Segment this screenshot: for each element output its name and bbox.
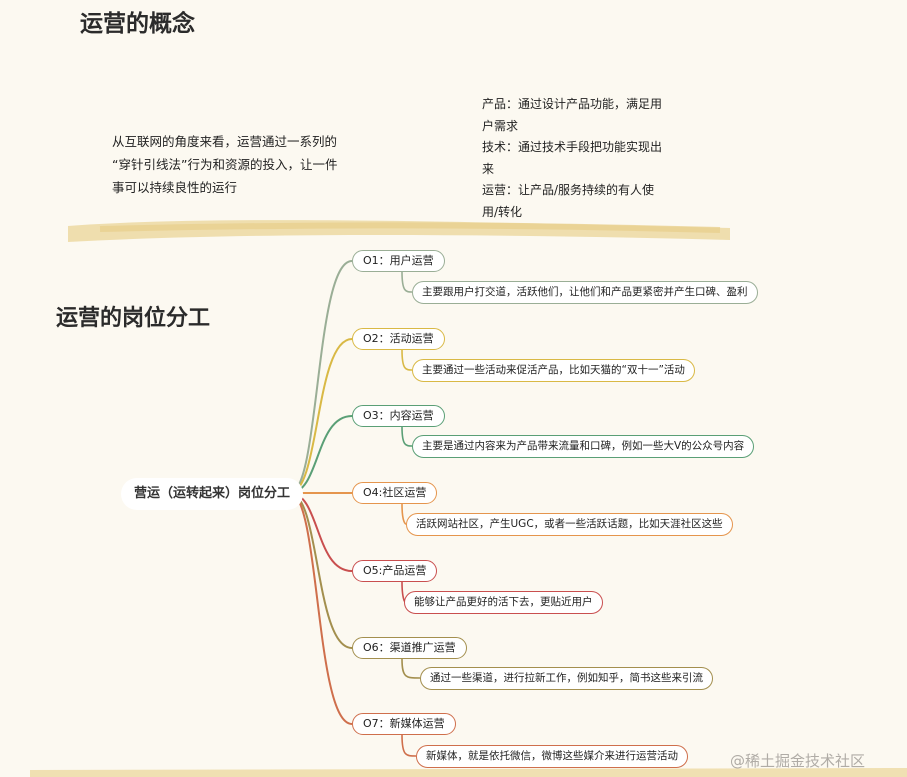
desc-connector: [401, 349, 413, 371]
branch-node: O6：渠道推广运营: [352, 637, 467, 659]
branch-node: O2：活动运营: [352, 328, 445, 350]
branch-description: 通过一些渠道，进行拉新工作，例如知乎，简书这些来引流: [420, 667, 713, 690]
definitions-list: 产品：通过设计产品功能，满足用 户需求 技术：通过技术手段把功能实现出 来 运营…: [482, 97, 663, 219]
branch-description: 活跃网站社区，产生UGC，或者一些活跃话题，比如天涯社区这些: [406, 513, 733, 536]
branch-node: O4:社区运营: [352, 482, 438, 504]
branch-description: 主要通过一些活动来促活产品，比如天猫的“双十一”活动: [412, 359, 695, 382]
desc-connector: [401, 734, 417, 757]
branch-node: O3：内容运营: [352, 405, 445, 427]
branch-node: O7：新媒体运营: [352, 713, 456, 735]
desc-connector: [401, 503, 407, 525]
branch-node: O1：用户运营: [352, 250, 445, 272]
branch-description: 主要是通过内容来为产品带来流量和口碑，例如一些大V的公众号内容: [412, 435, 755, 458]
branch-description: 能够让产品更好的活下去，更贴近用户: [404, 591, 603, 614]
desc-connector: [401, 271, 413, 293]
mindmap-root-node: 营运（运转起来）岗位分工: [121, 478, 303, 510]
desc-connector: [401, 426, 413, 447]
branch-connector: [289, 492, 353, 725]
roles-title: 运营的岗位分工: [56, 306, 211, 331]
branch-description: 主要跟用户打交道，活跃他们，让他们和产品更紧密并产生口碑、盈利: [412, 281, 758, 304]
branch-connector: [289, 415, 353, 494]
branch-node: O5:产品运营: [352, 560, 438, 582]
concept-title: 运营的概念: [80, 11, 195, 37]
desc-connector: [401, 658, 421, 679]
watermark: @稀土掘金技术社区: [730, 752, 866, 770]
branch-connector: [289, 492, 353, 572]
branch-connector: [289, 260, 353, 494]
branch-description: 新媒体，就是依托微信，微博这些媒介来进行运营活动: [416, 745, 688, 768]
concept-text: 从互联网的角度来看，运营通过一系列的 “穿针引线法”行为和资源的投入，让一件 事…: [112, 134, 338, 195]
